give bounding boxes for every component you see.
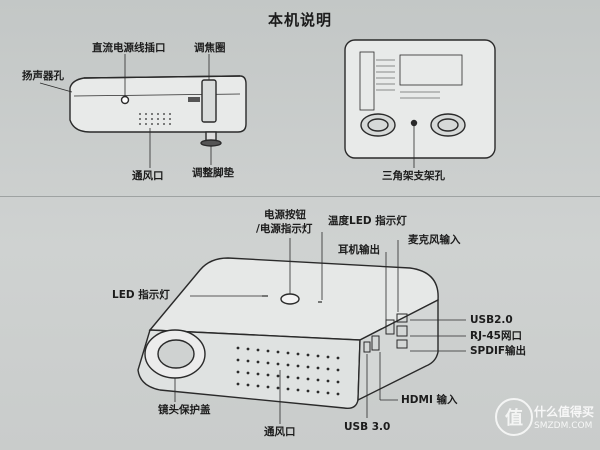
label-headphone: 耳机输出: [338, 244, 380, 256]
label-power-indicator: /电源指示灯: [256, 223, 313, 235]
label-speaker: 扬声器孔: [22, 70, 64, 82]
label-mic: 麦克风输入: [408, 234, 461, 246]
watermark-logo: 值: [495, 398, 533, 436]
section-divider: [0, 196, 600, 197]
label-vent-bottom: 通风口: [264, 426, 296, 438]
label-lens-cover: 镜头保护盖: [158, 404, 211, 416]
label-tripod-hole: 三角架支架孔: [382, 170, 445, 182]
label-rj45: RJ-45网口: [470, 330, 522, 342]
label-hdmi: HDMI 输入: [401, 394, 458, 406]
label-dc-port: 直流电源线插口: [92, 42, 166, 54]
label-spdif: SPDIF输出: [470, 345, 527, 357]
label-vent-top: 通风口: [132, 170, 164, 182]
label-led-indicator: LED 指示灯: [112, 289, 170, 301]
label-usb2: USB2.0: [470, 314, 513, 326]
label-focus-ring: 调焦圈: [194, 42, 226, 54]
page-title: 本机说明: [267, 11, 332, 29]
label-power-button: 电源按钮: [264, 209, 306, 221]
watermark-site: SMZDM.COM: [534, 421, 593, 431]
label-adjust-foot: 调整脚垫: [192, 167, 234, 179]
watermark-text: 什么值得买: [534, 405, 595, 419]
label-usb3: USB 3.0: [344, 421, 391, 433]
label-temp-led: 温度LED 指示灯: [328, 215, 407, 227]
